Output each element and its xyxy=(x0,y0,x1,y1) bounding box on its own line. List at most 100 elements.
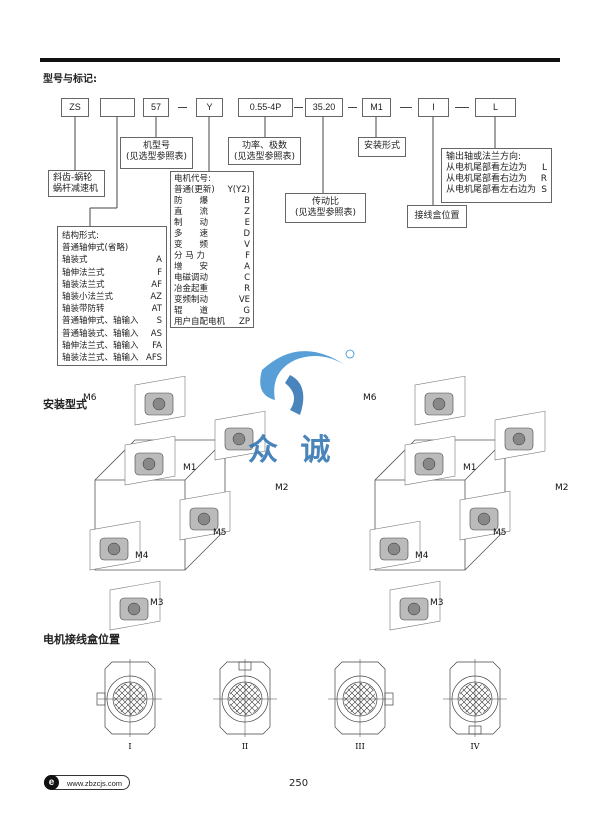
motor-title: 电机代号: xyxy=(174,174,211,184)
motor-row-label: 增 安 xyxy=(174,262,209,272)
motor-row-code: E xyxy=(244,218,250,228)
structure-row-label: 普通轴伸式(省略) xyxy=(62,243,129,254)
structure-row: 轴伸法兰式 F xyxy=(62,267,162,279)
terminal-position-label: I xyxy=(128,742,131,751)
motor-row-code: V xyxy=(244,240,250,250)
code-terminal: I xyxy=(418,98,449,117)
structure-row-code: AF xyxy=(151,279,162,290)
code-ratio: 35.20 xyxy=(305,98,343,117)
terminal-position-diagram: II xyxy=(213,659,277,751)
motor-row: 普通(更新) Y(Y2) xyxy=(174,185,250,196)
label-mount: 安装形式 xyxy=(358,137,406,157)
motor-row-label: 普通(更新) xyxy=(174,185,215,195)
motor-row-code: R xyxy=(244,284,250,294)
output-row-code: S xyxy=(541,185,547,195)
output-row-label: 从电机尾部看右边为 xyxy=(446,174,528,184)
label-frame: 机型号 (见选型参照表) xyxy=(120,137,193,169)
motor-row-code: Y(Y2) xyxy=(227,185,250,195)
output-row-label: 从电机尾部看左右边为 xyxy=(446,185,537,195)
output-title: 输出轴或法兰方向: xyxy=(446,152,522,162)
structure-row: 轴装法兰式、轴输入 AFS xyxy=(62,352,162,364)
terminal-position-label: IV xyxy=(471,742,480,751)
terminal-section-title: 电机接线盒位置 xyxy=(43,633,120,646)
website-badge: e www.zbzcjs.com xyxy=(44,775,130,790)
motor-row-code: ZP xyxy=(239,317,250,327)
label-power: 功率、极数 (见选型参照表) xyxy=(228,137,301,165)
mount-label-m5: M5 xyxy=(213,528,227,538)
code-structure xyxy=(100,98,135,117)
structure-row: 普通轴伸式(省略) xyxy=(62,242,162,254)
mount-label-m1: M1 xyxy=(183,463,197,473)
structure-row-label: 轴装法兰式 xyxy=(62,279,105,290)
structure-row-code: F xyxy=(157,267,162,278)
terminal-position-diagram: III xyxy=(328,659,394,751)
terminal-position-label: III xyxy=(355,742,364,751)
structure-row-label: 轴装法兰式、轴输入 xyxy=(62,353,139,364)
structure-row-code: AZ xyxy=(150,292,162,303)
mount-label-m2: M2 xyxy=(555,483,569,493)
motor-row: 电磁调动 C xyxy=(174,273,250,284)
terminal-position-diagram: IV xyxy=(443,659,507,751)
motor-row-code: A xyxy=(244,262,250,272)
mount-label-m5: M5 xyxy=(493,528,507,538)
mount-label-m4: M4 xyxy=(415,551,429,561)
mount-label-m3: M3 xyxy=(430,598,444,608)
structure-row-label: 普通轴装式、轴输入 xyxy=(62,328,139,339)
code-frame: 57 xyxy=(143,98,169,117)
code-series: ZS xyxy=(61,98,89,117)
structure-row-code: S xyxy=(156,316,162,327)
model-section-title: 型号与标记: xyxy=(43,74,97,85)
structure-box: 结构形式: 普通轴伸式(省略)轴装式 A 轴伸法兰式 F 轴装法兰式 AF 轴装小法兰式 AZ… xyxy=(57,226,167,366)
motor-row-code: F xyxy=(245,251,250,261)
structure-row-code: AS xyxy=(150,328,162,339)
code-mount: M1 xyxy=(362,98,391,117)
watermark-logo xyxy=(260,349,355,415)
label-type: 斜齿-蜗轮 蜗杆减速机 xyxy=(48,170,105,197)
output-row-label: 从电机尾部看左边为 xyxy=(446,163,528,173)
motor-row-code: D xyxy=(243,229,250,239)
terminal-position-label: II xyxy=(242,742,248,751)
structure-row-code: AFS xyxy=(146,353,162,364)
code-output: L xyxy=(475,98,516,117)
structure-row-label: 轴装式 xyxy=(62,255,88,266)
motor-row-label: 变频制动 xyxy=(174,295,209,305)
structure-row-label: 轴伸法兰式 xyxy=(62,267,105,278)
label-terminal-box: 接线盒位置 xyxy=(407,205,467,228)
code-motor: Y xyxy=(196,98,223,117)
structure-row-label: 普通轴伸式、轴输入 xyxy=(62,316,139,327)
website-url: www.zbzcjs.com xyxy=(67,779,123,788)
mount-label-m6: M6 xyxy=(363,393,377,403)
structure-row: 普通轴装式、轴输入 AS xyxy=(62,328,162,340)
motor-row-code: C xyxy=(244,273,250,283)
motor-row-label: 电磁调动 xyxy=(174,273,209,283)
motor-row-label: 防 爆 xyxy=(174,196,209,206)
mount-label-m6: M6 xyxy=(83,393,97,403)
terminal-position-diagram: I xyxy=(96,659,162,751)
motor-row-label: 多 速 xyxy=(174,229,209,239)
mounting-section-title: 安装型式 xyxy=(43,398,87,411)
motor-row-label: 分 马 力 xyxy=(174,251,205,261)
structure-row: 轴装法兰式 AF xyxy=(62,279,162,291)
label-ratio: 传动比 (见选型参照表) xyxy=(285,193,366,223)
structure-row-code: A xyxy=(156,255,162,266)
structure-title: 结构形式: xyxy=(62,231,99,241)
logo-icon: e xyxy=(44,775,59,790)
structure-row-label: 轴装小法兰式 xyxy=(62,292,114,303)
